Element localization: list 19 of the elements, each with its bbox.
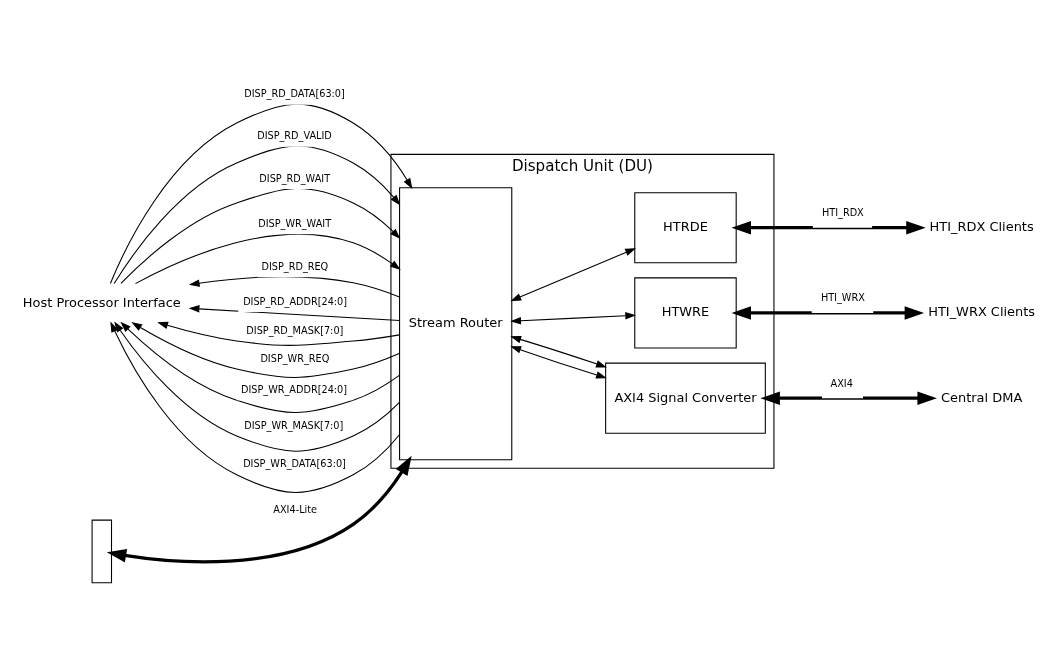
node-text: HTI_RDX Clients [929,218,1034,234]
edge-label: DISP_RD_REQ [261,260,329,272]
edge-label: DISP_WR_WAIT [258,217,332,229]
edge-label: DISP_RD_MASK[7:0] [246,324,344,336]
node-text: Central DMA [941,389,1023,405]
edge-label: DISP_RD_ADDR[24:0] [243,295,348,307]
edge-label: HTI_WRX [820,291,865,303]
edge-label: AXI4 [830,377,853,389]
edge-label: DISP_RD_DATA[63:0] [244,87,345,99]
edge-label: HTI_RDX [821,206,864,218]
edge-label: DISP_WR_DATA[63:0] [243,457,346,469]
edge-label: DISP_WR_ADDR[24:0] [240,383,348,395]
edge-label: DISP_WR_REQ [260,352,330,364]
node-text: HTI_WRX Clients [928,303,1036,319]
edge-label: DISP_RD_VALID [257,129,332,141]
edge-label: AXI4-Lite [273,503,318,515]
edge-label: DISP_RD_WAIT [259,172,331,184]
node-text: Host Processor Interface [22,294,181,310]
edge-label: DISP_WR_MASK[7:0] [244,419,344,431]
